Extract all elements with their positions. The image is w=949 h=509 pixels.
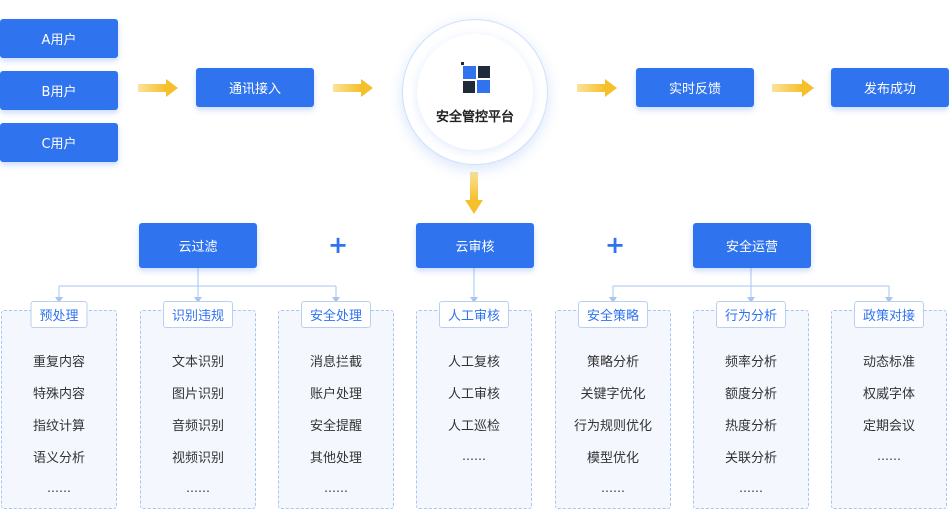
arrow-users-to-access: [138, 79, 178, 97]
platform-logo-icon: [461, 62, 490, 93]
platform-hub-inner: 安全管控平台: [417, 34, 533, 150]
platform-title: 安全管控平台: [435, 110, 514, 125]
cloud-filter-label: 云过滤: [178, 240, 218, 255]
panel-item: 人工复核: [447, 355, 500, 370]
panel-item: 图片识别: [171, 387, 224, 402]
arrow-feedback-to-publish: [772, 79, 814, 97]
panel-item: 账户处理: [309, 387, 362, 402]
panel-policy-liaison: 政策对接 动态标准 权威字体 定期会议 ……: [831, 301, 947, 509]
panel-item: 语义分析: [32, 451, 85, 466]
panel-more: ……: [877, 449, 901, 463]
access-box: 通讯接入: [196, 68, 314, 107]
panel-item: 额度分析: [724, 387, 777, 402]
connector-security-ops: [612, 268, 890, 298]
panel-item: 策略分析: [586, 355, 639, 370]
panel-item: 消息拦截: [309, 355, 362, 370]
panel-preprocess: 预处理 重复内容 特殊内容 指纹计算 语义分析 ……: [1, 301, 117, 509]
cloud-review-box: 云审核: [416, 223, 534, 268]
panel-item: 指纹计算: [32, 419, 85, 434]
security-ops-label: 安全运营: [725, 240, 778, 255]
panel-title: 识别违规: [162, 301, 234, 328]
user-a-box: A用户: [0, 19, 118, 58]
arrow-hub-to-feedback: [577, 79, 617, 97]
panel-behavior-analysis: 行为分析 频率分析 额度分析 热度分析 关联分析 ……: [693, 301, 809, 509]
panel-manual-review: 人工审核 人工复核 人工审核 人工巡检 ……: [416, 301, 532, 509]
panel-item: 特殊内容: [32, 387, 85, 402]
panel-item: 动态标准: [862, 355, 915, 370]
cloud-filter-box: 云过滤: [139, 223, 257, 268]
publish-label: 发布成功: [863, 82, 916, 97]
feedback-label: 实时反馈: [668, 82, 721, 97]
panel-more: ……: [739, 481, 763, 495]
cloud-review-label: 云审核: [455, 240, 495, 255]
arrow-access-to-hub: [333, 79, 373, 97]
arrow-hub-down: [465, 172, 483, 214]
user-b-label: B用户: [41, 85, 77, 100]
panel-item: 文本识别: [171, 355, 224, 370]
panel-title: 行为分析: [715, 301, 787, 328]
panel-item: 模型优化: [586, 451, 639, 466]
panel-item: 热度分析: [724, 419, 777, 434]
panel-item: 音频识别: [171, 419, 224, 434]
panel-item: 权威字体: [862, 387, 915, 402]
panel-title: 人工审核: [438, 301, 510, 328]
panel-item: 安全提醒: [309, 419, 362, 434]
platform-hub: 安全管控平台: [402, 19, 548, 165]
user-c-label: C用户: [41, 137, 77, 152]
panel-violation-detect: 识别违规 文本识别 图片识别 音频识别 视频识别 ……: [140, 301, 256, 509]
panel-title: 政策对接: [853, 301, 925, 328]
panel-item: 重复内容: [32, 355, 85, 370]
plus-icon: +: [328, 231, 349, 259]
user-b-box: B用户: [0, 71, 118, 110]
panel-item: 人工巡检: [447, 419, 500, 434]
access-label: 通讯接入: [228, 82, 281, 97]
panel-item: 其他处理: [309, 451, 362, 466]
plus-icon: +: [605, 231, 626, 259]
user-c-box: C用户: [0, 123, 118, 162]
security-ops-box: 安全运营: [693, 223, 811, 268]
panel-item: 行为规则优化: [573, 419, 652, 434]
panel-item: 人工审核: [447, 387, 500, 402]
user-a-label: A用户: [41, 33, 77, 48]
panel-security-strategy: 安全策略 策略分析 关键字优化 行为规则优化 模型优化 ……: [555, 301, 671, 509]
panel-item: 关联分析: [724, 451, 777, 466]
panel-more: ……: [462, 449, 486, 463]
panel-item: 频率分析: [724, 355, 777, 370]
panel-more: ……: [601, 481, 625, 495]
panel-more: ……: [47, 481, 71, 495]
panel-item: 视频识别: [171, 451, 224, 466]
connector-cloud-filter: [58, 268, 337, 298]
panel-title: 安全处理: [300, 301, 372, 328]
panel-more: ……: [324, 481, 348, 495]
panel-security-handling: 安全处理 消息拦截 账户处理 安全提醒 其他处理 ……: [278, 301, 394, 509]
publish-box: 发布成功: [831, 68, 949, 107]
panel-item: 关键字优化: [580, 387, 646, 402]
panel-title: 安全策略: [577, 301, 649, 328]
panel-more: ……: [186, 481, 210, 495]
feedback-box: 实时反馈: [636, 68, 754, 107]
panel-title: 预处理: [30, 301, 88, 328]
panel-item: 定期会议: [862, 419, 915, 434]
